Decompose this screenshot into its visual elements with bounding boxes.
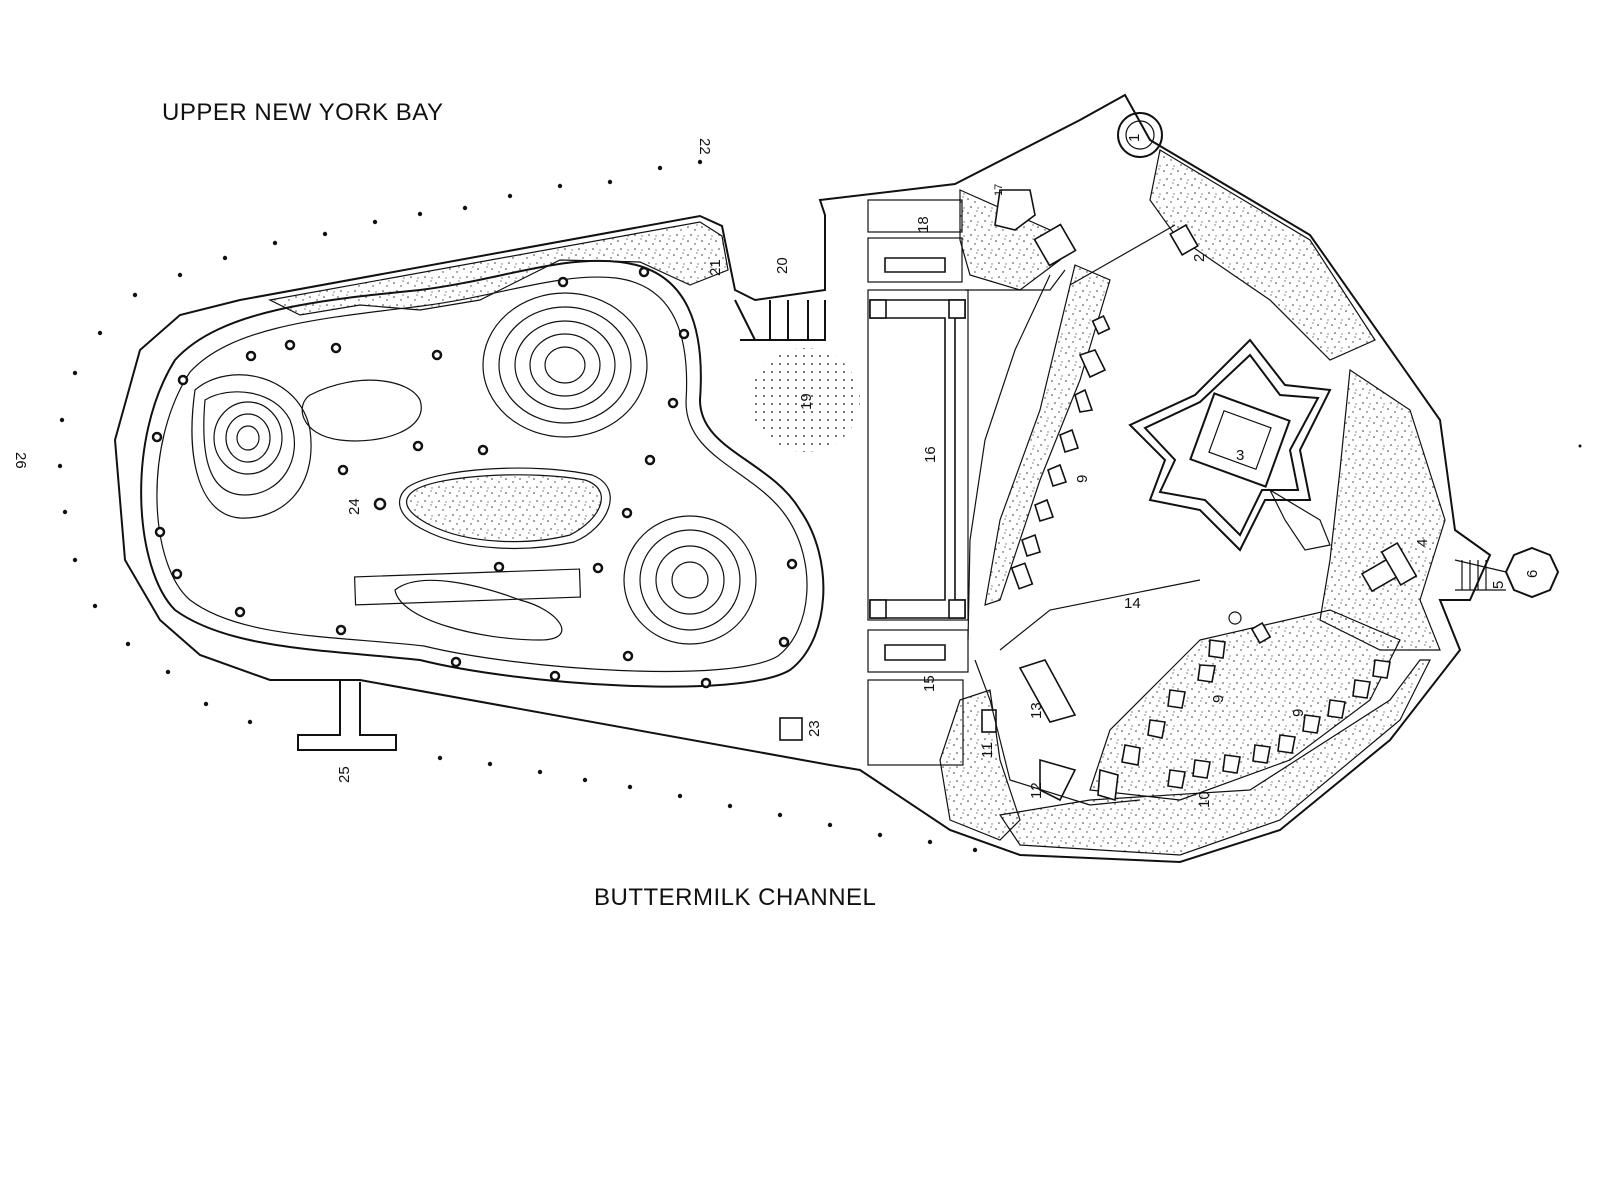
offshore-dotted-line [57,159,1582,853]
site-number-23: 23 [806,720,823,737]
roads [965,224,1201,806]
site-number-6: 6 [1524,570,1541,578]
site-number-10: 10 [1196,791,1213,808]
woodland-south [998,659,1431,856]
tower-6 [1454,546,1560,599]
site-number-4: 4 [1414,539,1431,547]
woodland-east [1149,149,1376,361]
small-buildings [779,189,1418,802]
island-outline [113,93,1492,864]
site-number-14: 14 [1124,595,1141,612]
site-number-19: 19 [798,393,815,410]
site-number-9: 9 [1210,695,1227,703]
woodland-avenue [984,264,1111,606]
circular-lawn-19 [750,348,860,452]
water-label-upper-new-york-bay: UPPER NEW YORK BAY [162,99,444,126]
site-number-13: 13 [1028,702,1045,719]
site-number-26: 26 [12,452,29,469]
site-number-17: 17 [993,184,1005,196]
woodland-east-shore [1319,368,1446,651]
site-number-18: 18 [915,216,932,233]
site-number-9: 9 [1290,709,1307,717]
castle-1 [1117,112,1163,158]
pier-25 [297,680,397,751]
woodland-village-trees [1089,609,1401,801]
woodland-north-west [268,221,729,316]
site-number-3: 3 [1236,447,1244,464]
site-number-24: 24 [346,498,363,515]
ferry-slip-20 [734,299,826,341]
site-number-15: 15 [921,675,938,692]
site-number-16: 16 [922,446,939,463]
site-number-1: 1 [1126,134,1143,142]
water-label-buttermilk-channel: BUTTERMILK CHANNEL [594,884,876,911]
site-number-25: 25 [336,766,353,783]
site-number-9: 9 [1074,475,1091,483]
contoured-park [140,259,825,689]
site-number-11: 11 [979,742,996,758]
woodland-southwest-village [939,689,1021,841]
barracks-complex [867,199,969,766]
star-fort-3 [1128,338,1332,552]
site-number-5: 5 [1490,581,1507,589]
site-number-22: 22 [696,138,713,155]
site-number-2: 2 [1191,254,1208,262]
site-number-12: 12 [1028,782,1045,799]
site-number-20: 20 [774,257,791,274]
site-number-21: 21 [707,259,724,276]
